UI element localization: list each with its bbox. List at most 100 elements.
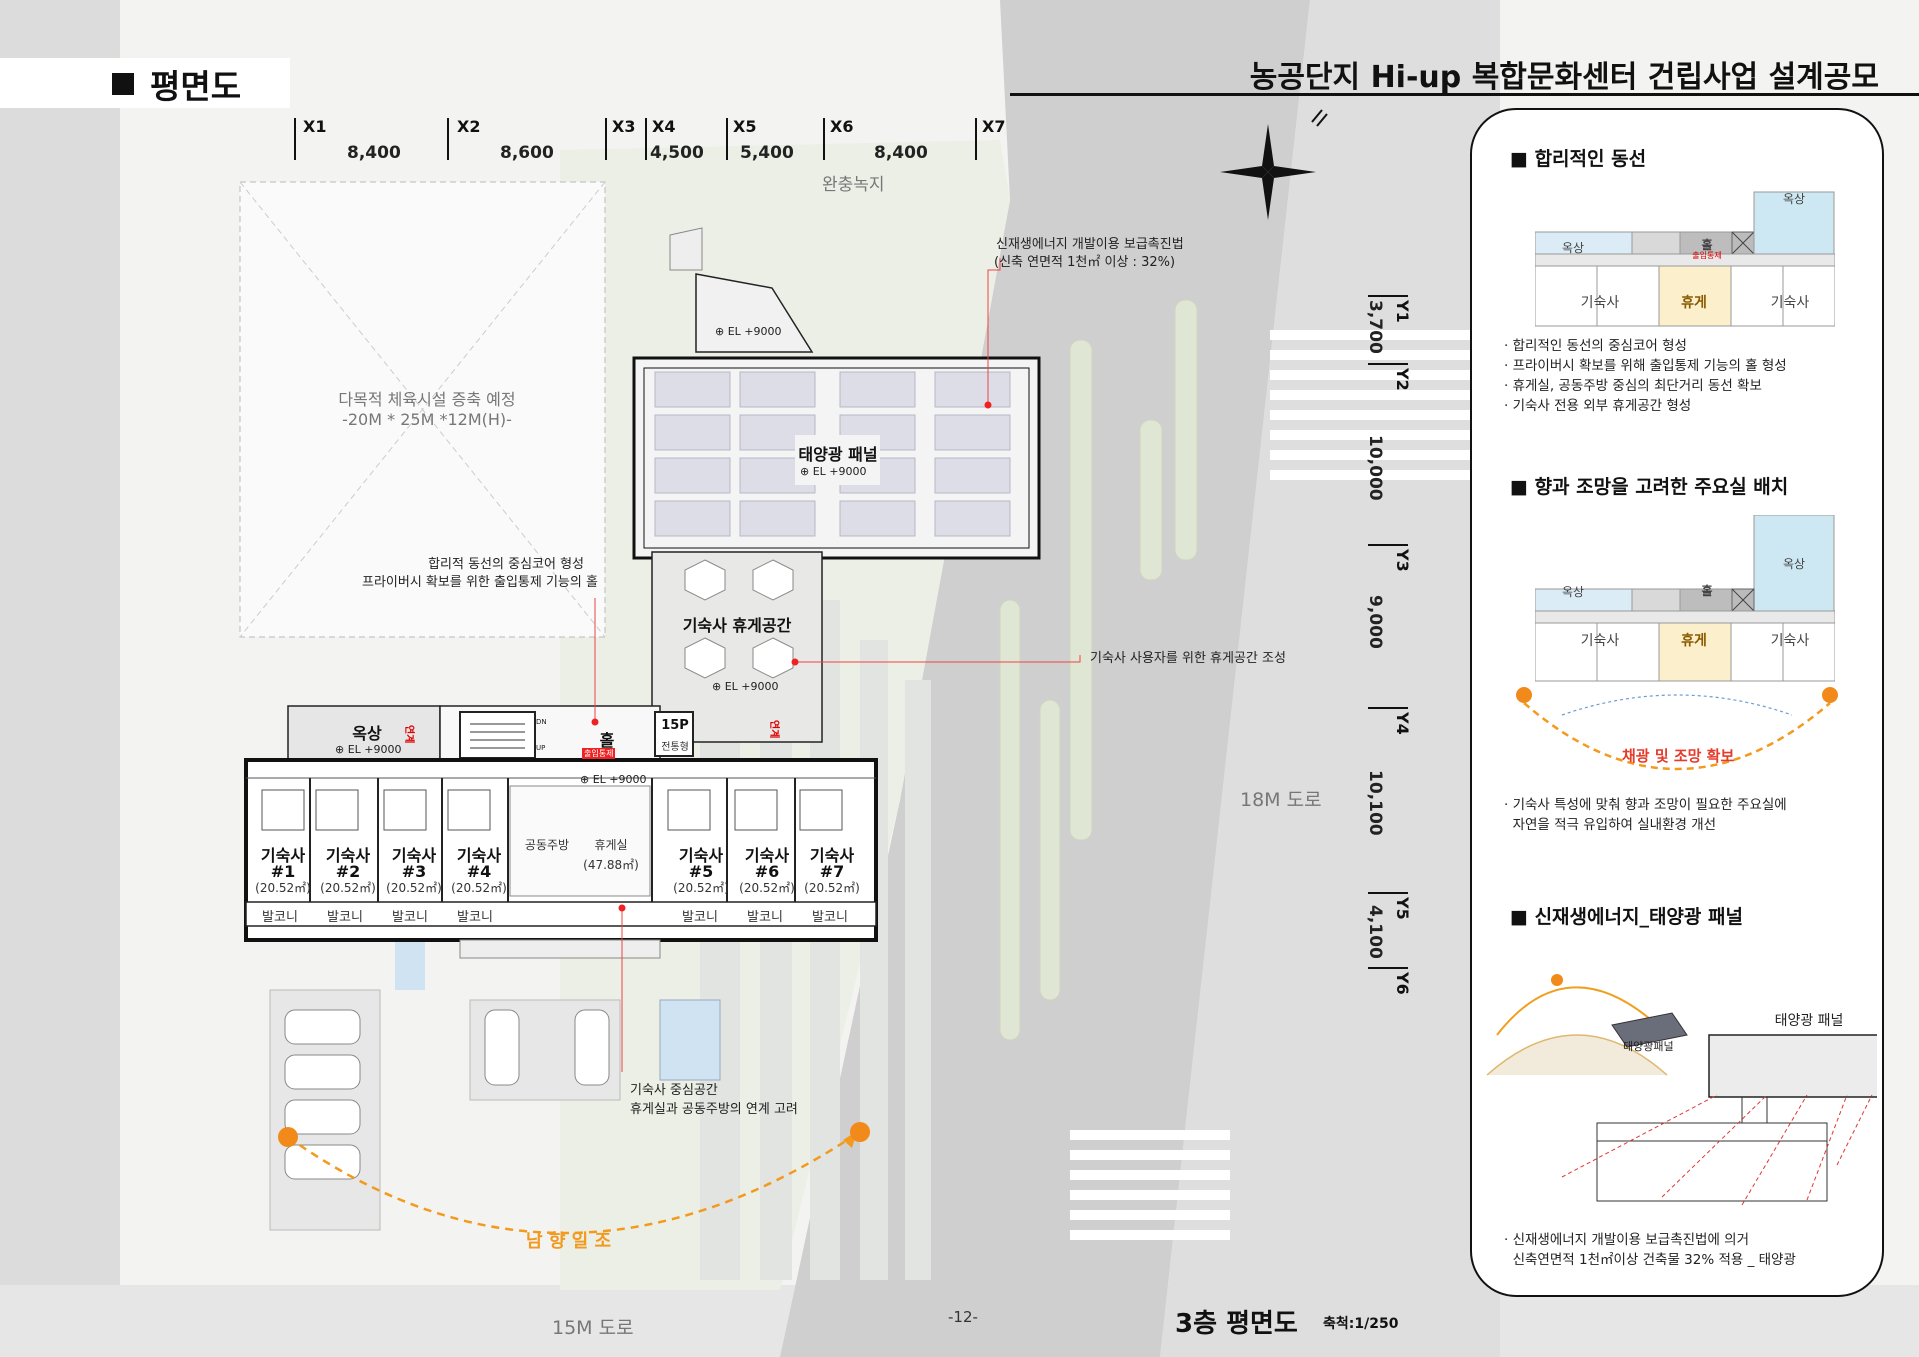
- dorm-number: #3: [401, 862, 427, 881]
- grid-axis-label: Y4: [1393, 712, 1412, 735]
- dorm-number: #1: [270, 862, 296, 881]
- daylight-arc: [1516, 687, 1838, 771]
- bullet-text: 신축연면적 1천㎡이상 건축물 32% 적용 _ 태양광: [1504, 1252, 1796, 1268]
- diag-rooftop-label: 옥상: [1561, 585, 1585, 599]
- plan-title: 3층 평면도: [1175, 1309, 1298, 1339]
- panel-section-title: ■ 합리적인 동선: [1510, 148, 1647, 170]
- grid-axis-label: Y5: [1393, 897, 1412, 920]
- note-solar-law: 신재생에너지 개발이용 보급촉진법: [996, 237, 1184, 252]
- header-rule: [1010, 93, 1919, 96]
- diag-dorm-label: 기숙사: [1580, 295, 1620, 311]
- note-core: 합리적 동선의 중심코어 형성: [428, 557, 584, 572]
- pavilion: [669, 227, 703, 271]
- dorm-number: #7: [819, 862, 845, 881]
- grid-dimension: 4,100: [1365, 905, 1385, 959]
- tree-rows: [999, 299, 1198, 1041]
- dorm-label: 기숙사: [809, 846, 855, 865]
- north-arrow-icon: [1220, 109, 1328, 220]
- diag-entry-label: 출입통제: [1692, 251, 1722, 260]
- diag-rooftop-label: 옥상: [1782, 557, 1806, 571]
- diag-dorm-label: 기숙사: [1770, 295, 1810, 311]
- dorm-label: 기숙사: [456, 846, 502, 865]
- dorm-area: (20.52㎡): [673, 881, 729, 895]
- balcony-label: 발코니: [392, 910, 428, 925]
- diag-dorm-label: 기숙사: [1770, 633, 1810, 649]
- balcony-label: 발코니: [327, 910, 363, 925]
- sun-icon: [278, 1122, 870, 1147]
- note-solar-ratio: (신축 연면적 1천㎡ 이상 : 32%): [994, 255, 1176, 270]
- diag-hall-label: 홀: [1701, 584, 1713, 598]
- project-title: 농공단지 Hi-up 복합문화센터 건립사업 설계공모: [1249, 60, 1879, 95]
- grid-dimension: 8,600: [500, 143, 554, 163]
- dorm-area: (20.52㎡): [320, 881, 376, 895]
- grid-axis-label: X3: [612, 117, 636, 136]
- lounge-label: 휴게실: [594, 838, 628, 852]
- gym-label: 다목적 체육시설 증축 예정: [338, 390, 516, 409]
- section-square-icon: [112, 73, 134, 95]
- note-center-link: 휴게실과 공동주방의 연계 고려: [630, 1102, 798, 1117]
- bullet-text: · 신재생에너지 개발이용 보급촉진법에 의거: [1504, 1232, 1750, 1248]
- dorm-area: (20.52㎡): [739, 881, 795, 895]
- dorm-number: #2: [335, 862, 361, 881]
- crosswalks: [1070, 330, 1470, 1240]
- link-tag: 연계: [768, 720, 779, 739]
- pipe-space-sub: 전통형: [661, 742, 689, 753]
- link-tag: 연계: [403, 725, 414, 744]
- dorm-area: (20.52㎡): [451, 881, 507, 895]
- bullet-text: · 기숙사 전용 외부 휴게공간 형성: [1504, 398, 1692, 414]
- grid-dimension: 3,700: [1365, 300, 1385, 354]
- balcony-label: 발코니: [682, 910, 718, 925]
- balcony-label: 발코니: [262, 910, 298, 925]
- grid-axis-label: X1: [303, 117, 327, 136]
- umbrella-icons: [684, 559, 794, 679]
- bullet-text: · 기숙사 특성에 맞춰 향과 조망이 필요한 주요실에: [1504, 797, 1787, 813]
- grid-dimension: 4,500: [650, 143, 704, 163]
- grid-axis-label: X5: [733, 117, 757, 136]
- diag-rooftop-label: 옥상: [1561, 241, 1585, 255]
- note-center: 기숙사 중심공간: [630, 1083, 718, 1098]
- dorm-label: 기숙사: [744, 846, 790, 865]
- balcony-label: 발코니: [457, 910, 493, 925]
- gym-size-label: -20M * 25M *12M(H)-: [342, 410, 512, 429]
- balcony-label: 발코니: [812, 910, 848, 925]
- concept-panel: ■ 합리적인 동선 옥상 옥상 홀 출입통제 기숙사 휴게 기숙사 · 합리적인…: [1470, 108, 1884, 1297]
- grid-axis-label: Y2: [1393, 368, 1412, 391]
- grid-axis-label: X2: [457, 117, 481, 136]
- dorm-label: 기숙사: [260, 846, 306, 865]
- rooftop-label: 옥상: [352, 724, 382, 743]
- panel-section-title: ■ 신재생에너지_태양광 패널: [1510, 906, 1743, 928]
- main-floor-plan: [244, 705, 878, 959]
- el-label: ⊕ EL +9000: [715, 325, 782, 338]
- gym-planned-area: [239, 181, 606, 638]
- upper-deck: [695, 273, 814, 353]
- daylight-label: 채광 및 조망 확보: [1622, 747, 1735, 765]
- section-title: 평면도: [150, 67, 242, 106]
- hall-label: 홀: [599, 731, 615, 750]
- el-label: ⊕ EL +9000: [335, 743, 402, 756]
- dorm-label: 기숙사: [325, 846, 371, 865]
- solar-roof: [632, 356, 1041, 560]
- grid-axis-label: X7: [982, 117, 1006, 136]
- shared-kitchen-label: 공동주방: [524, 838, 570, 852]
- dorm-rest-deck: [651, 551, 823, 743]
- dorm-area: (20.52㎡): [386, 881, 442, 895]
- stair-up-label: UP: [536, 744, 546, 752]
- grid-dimension: 8,400: [874, 143, 928, 163]
- bullet-text: · 합리적인 동선의 중심코어 형성: [1504, 338, 1687, 354]
- grid-axis-ticks: [294, 118, 1408, 969]
- dorm-number: #5: [688, 862, 714, 881]
- page-number: -12-: [948, 1308, 978, 1326]
- solar-panel-box-label: 태양광 패널: [1774, 1013, 1844, 1029]
- solar-panel-small-label: 태양광패널: [1623, 1040, 1674, 1053]
- grid-dimension: 9,000: [1365, 595, 1385, 649]
- buffer-green-label: 완충녹지: [822, 175, 885, 195]
- leader-dots: [591, 401, 992, 912]
- grid-dimension: 10,000: [1365, 435, 1385, 501]
- el-label: ⊕ EL +9000: [580, 773, 647, 786]
- plan-scale: 축척:1/250: [1323, 1316, 1399, 1332]
- pipe-space-label: 15P: [661, 718, 689, 733]
- diag-hall-label: 홀: [1701, 238, 1713, 252]
- bullet-text: · 프라이버시 확보를 위해 출입통제 기능의 홀 형성: [1504, 358, 1787, 374]
- diag-rest-label: 휴게: [1681, 295, 1707, 311]
